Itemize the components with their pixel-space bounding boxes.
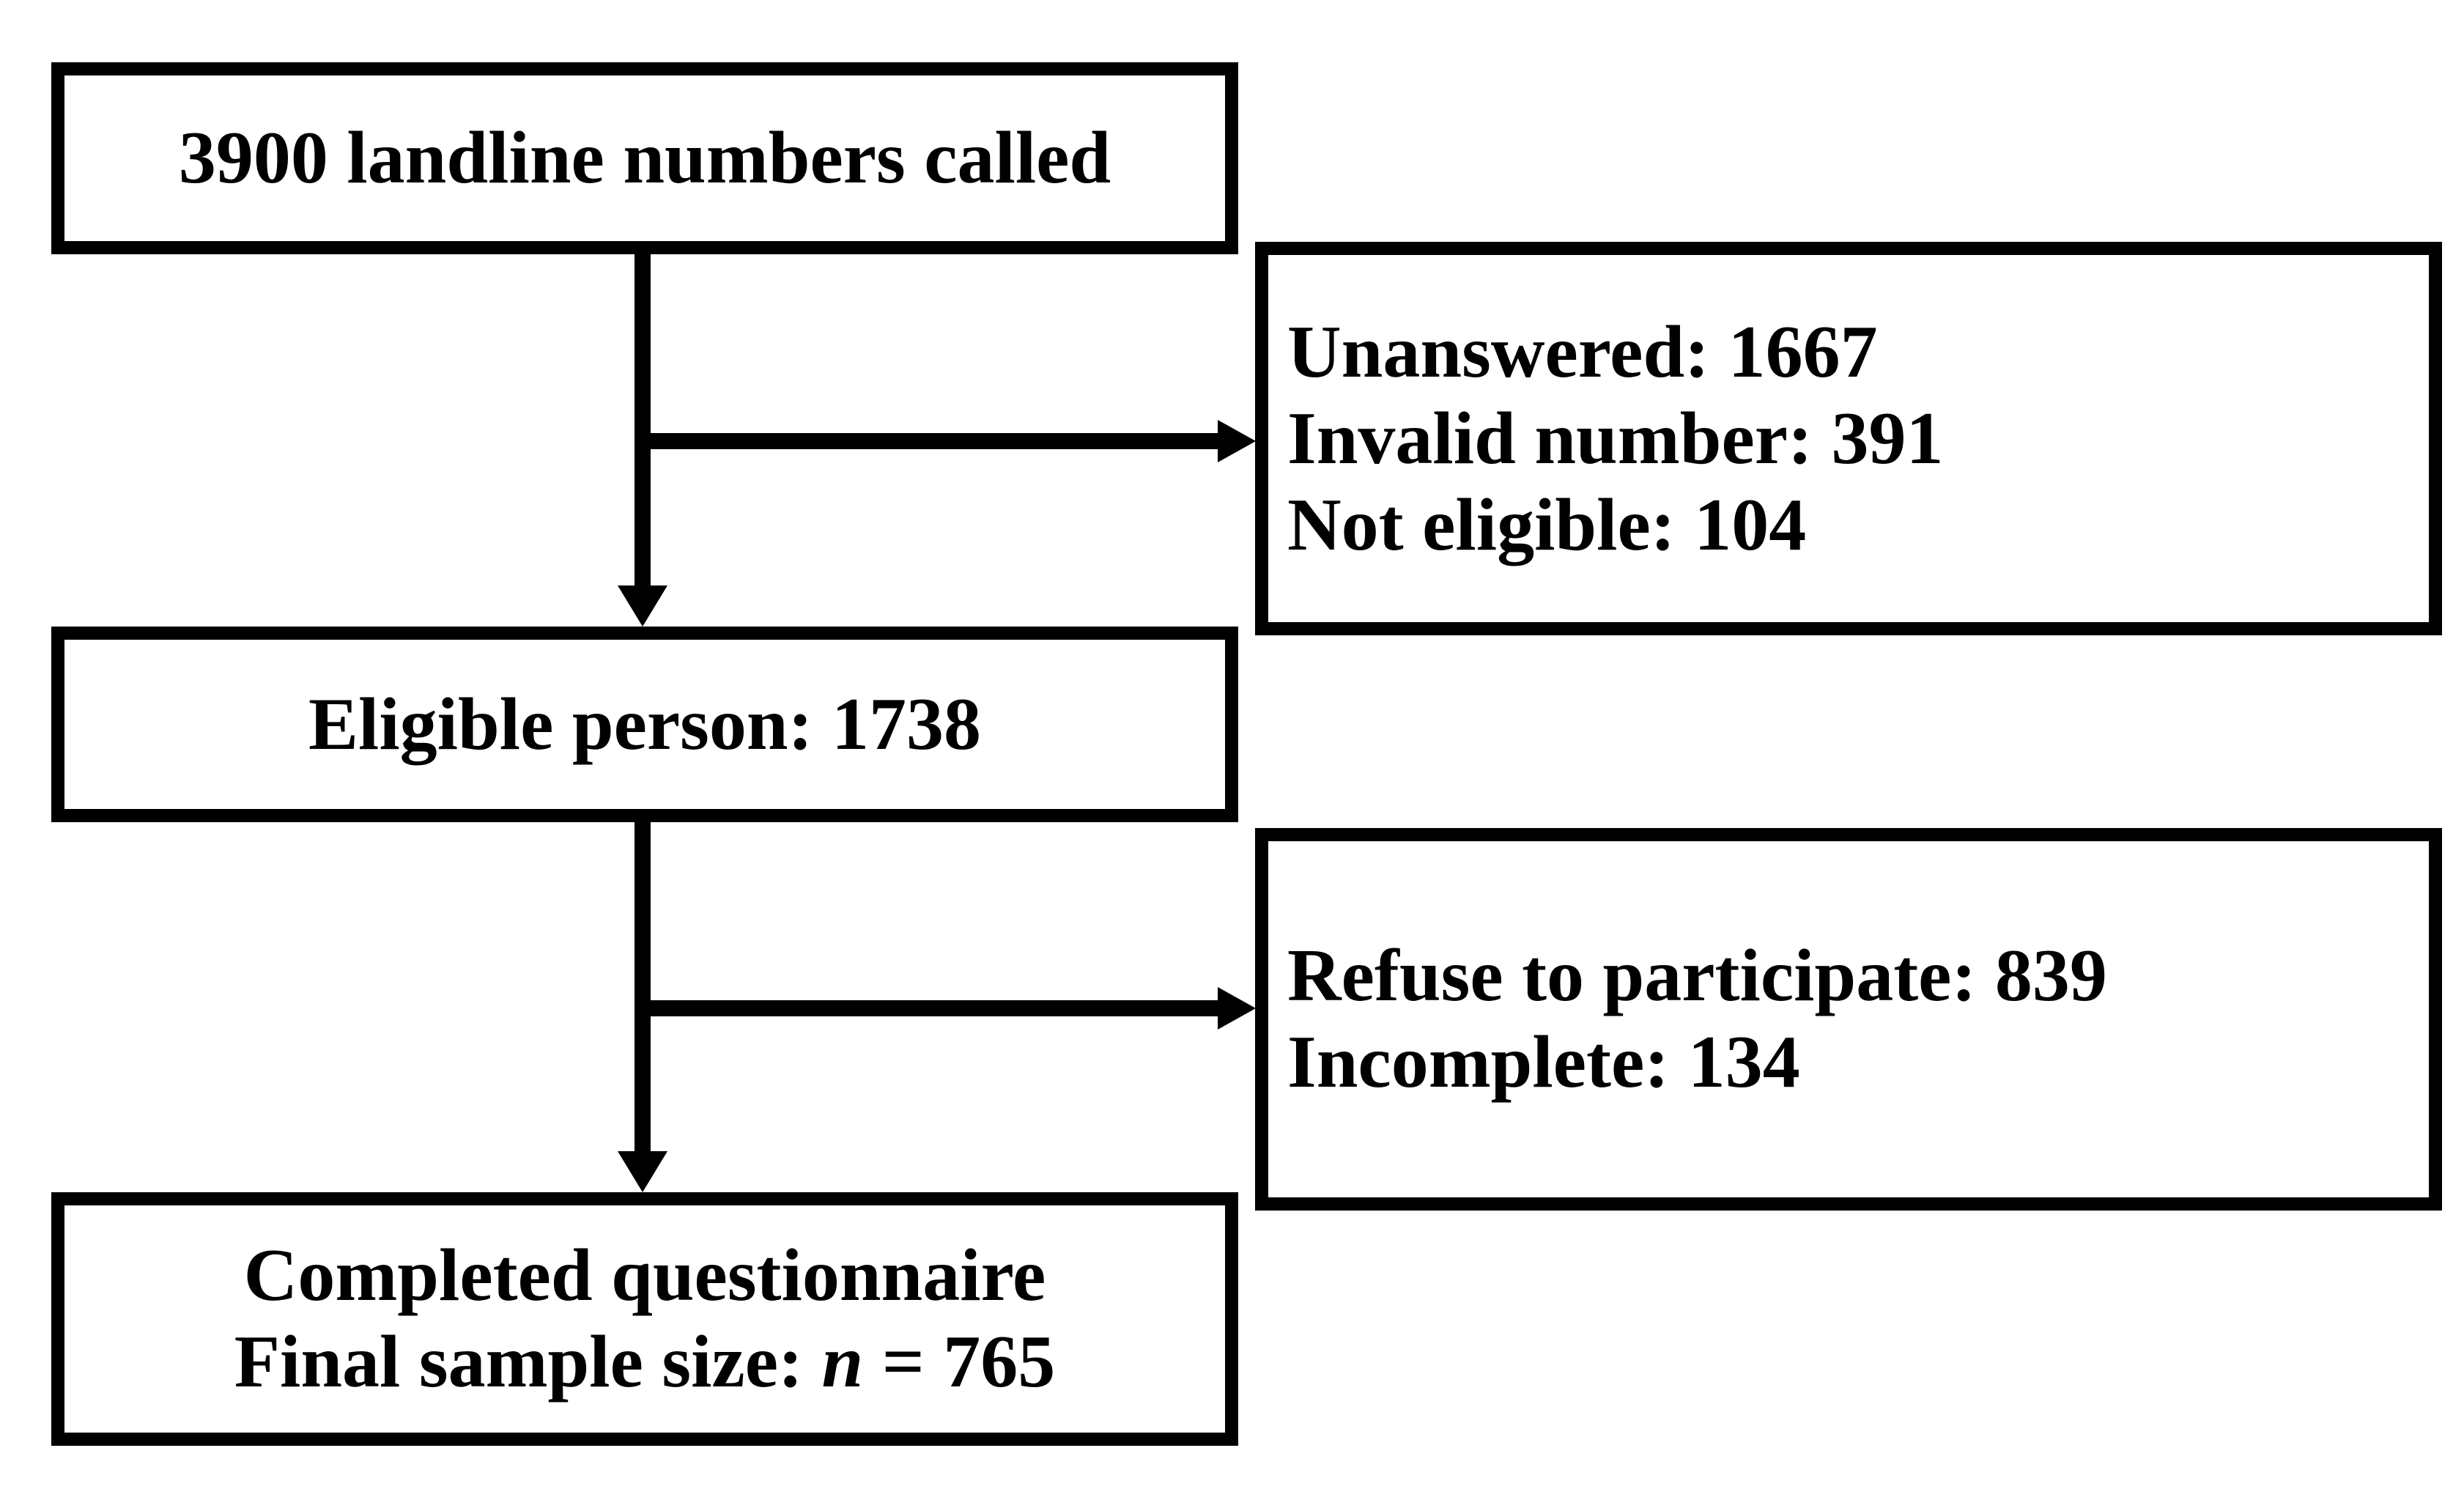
box-nonresponse-reasons: Unanswered: 1667 Invalid number: 391 Not… [1255,242,2442,635]
completed-line-1: Completed questionnaire [243,1234,1046,1317]
nonresponse-line-unanswered: Unanswered: 1667 [1287,310,1878,394]
nonresponse-line-not-eligible: Not eligible: 104 [1287,483,1807,566]
connector-to-nonresponse-line [643,433,1221,449]
refusal-line-incomplete: Incomplete: 134 [1287,1021,1800,1104]
connector-called-to-eligible-line [635,254,651,588]
box-completed-questionnaire: Completed questionnaire Final sample siz… [51,1192,1238,1446]
arrow-right-icon [1218,987,1256,1030]
box-eligible-person-text: Eligible person: 1738 [308,682,982,766]
box-refusal-reasons: Refuse to participate: 839 Incomplete: 1… [1255,828,2442,1211]
completed-line-2: Final sample size: n = 765 [234,1319,1056,1405]
final-sample-size-n-symbol: n [821,1320,864,1403]
arrow-right-icon [1218,420,1256,462]
arrow-down-icon [618,585,667,627]
connector-to-refusal-line [643,1000,1221,1016]
connector-eligible-to-completed-line [635,822,651,1153]
refusal-line-refuse-to-participate: Refuse to participate: 839 [1287,934,2107,1017]
nonresponse-line-invalid-number: Invalid number: 391 [1287,396,1944,480]
box-eligible-person: Eligible person: 1738 [51,627,1238,822]
arrow-down-icon [618,1151,667,1192]
box-numbers-called-text: 3900 landline numbers called [178,117,1111,199]
final-sample-size-label: Final sample size: [234,1320,822,1403]
final-sample-size-value: = 765 [863,1320,1056,1403]
box-numbers-called: 3900 landline numbers called [51,62,1238,254]
